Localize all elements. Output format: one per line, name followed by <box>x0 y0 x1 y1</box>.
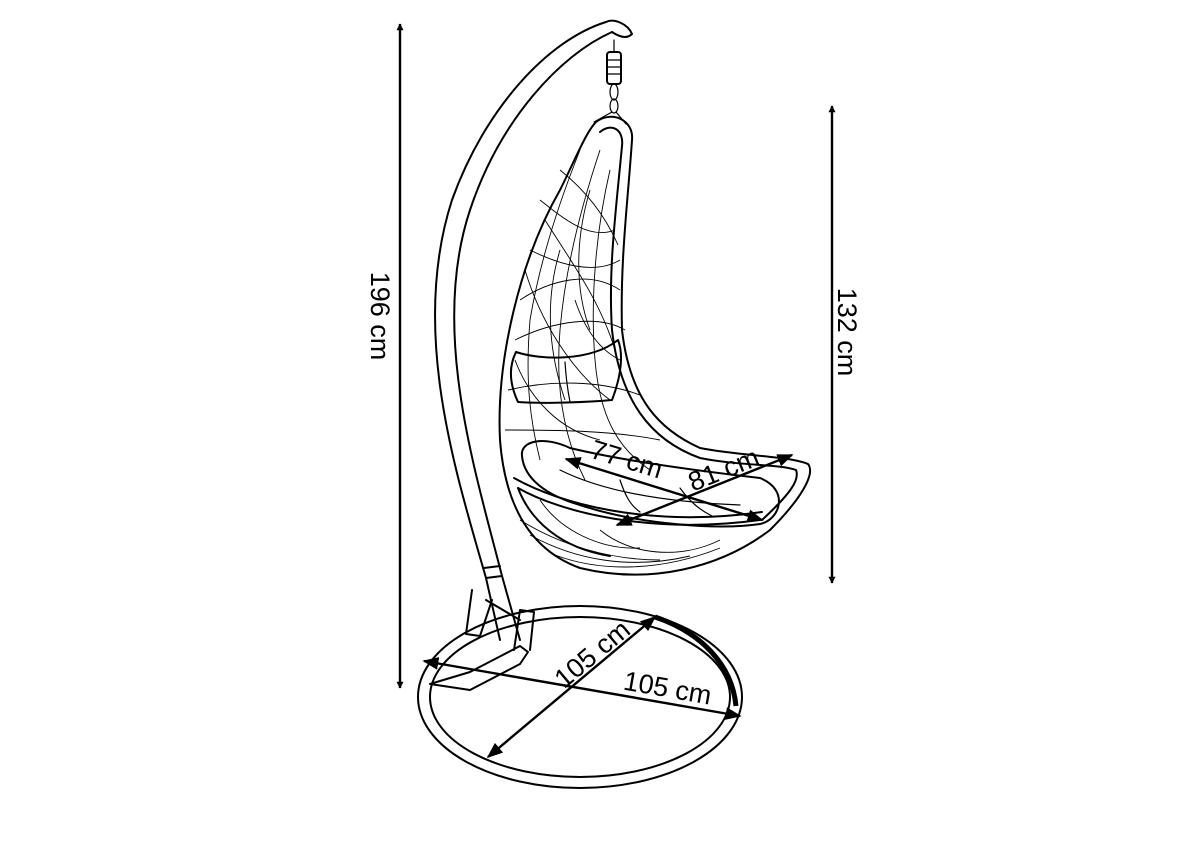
base-depth-arrow <box>486 615 657 759</box>
seat-width-label: 81 cm <box>684 442 763 497</box>
base-arc-highlight <box>654 614 739 707</box>
dimension-arrows <box>396 23 836 759</box>
hanger-spring <box>593 39 627 125</box>
wicker-basket <box>498 115 811 576</box>
basket-height-label: 132 cm <box>832 288 862 377</box>
stand-pole <box>433 19 633 641</box>
total-height-label: 196 cm <box>365 272 395 361</box>
back-pillow <box>510 339 622 404</box>
basket-weave <box>504 149 721 568</box>
seat-width-arrow <box>615 453 794 527</box>
